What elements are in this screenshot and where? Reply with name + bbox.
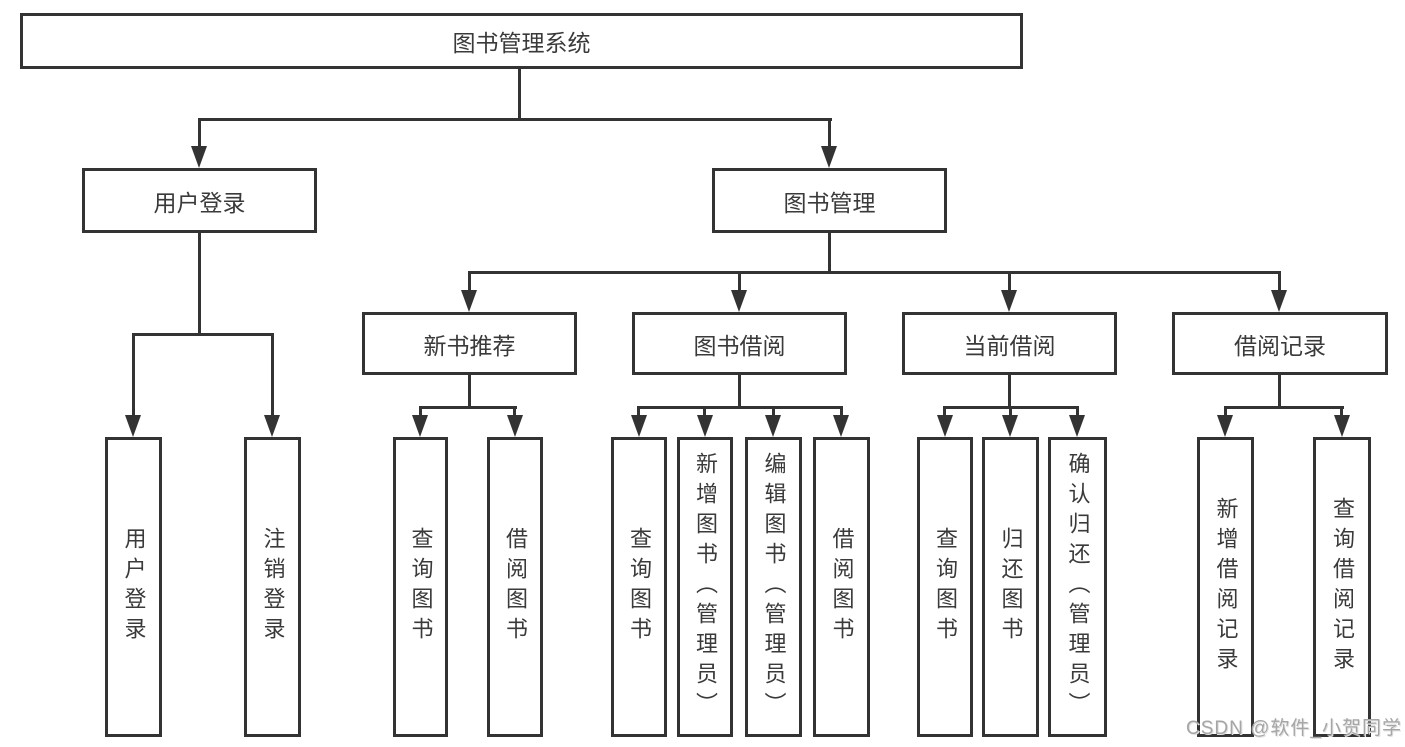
leaf-edit-books-admin: 编辑图书（管理员） — [745, 437, 802, 737]
arrowhead-down-icon — [191, 146, 207, 168]
leaf-return-books: 归还图书 — [982, 437, 1039, 737]
arrowhead-down-icon — [507, 415, 523, 437]
connector-line — [198, 118, 832, 121]
connector-line — [419, 406, 517, 409]
leaf-borrow-books-1: 借阅图书 — [487, 437, 543, 737]
arrowhead-down-icon — [1069, 415, 1085, 437]
arrowhead-down-icon — [1334, 415, 1350, 437]
connector-line — [1340, 408, 1343, 417]
connector-line — [1278, 273, 1281, 292]
connector-line — [468, 271, 1281, 274]
leaf-user-login: 用户登录 — [105, 437, 162, 737]
connector-line — [738, 273, 741, 292]
node-user-login: 用户登录 — [82, 168, 317, 233]
arrowhead-down-icon — [1271, 290, 1287, 312]
arrowhead-down-icon — [765, 415, 781, 437]
connector-line — [132, 333, 274, 336]
arrowhead-down-icon — [412, 415, 428, 437]
arrowhead-down-icon — [833, 415, 849, 437]
arrowhead-down-icon — [631, 415, 647, 437]
arrowhead-down-icon — [264, 415, 280, 437]
node-borrow-records: 借阅记录 — [1172, 312, 1388, 375]
connector-line — [828, 233, 831, 273]
connector-line — [419, 408, 422, 417]
leaf-query-books-2: 查询图书 — [611, 437, 667, 737]
arrowhead-down-icon — [1001, 290, 1017, 312]
arrowhead-down-icon — [1002, 415, 1018, 437]
arrowhead-down-icon — [697, 415, 713, 437]
arrowhead-down-icon — [461, 290, 477, 312]
node-new-book-recommend: 新书推荐 — [362, 312, 577, 375]
connector-line — [637, 408, 640, 417]
connector-line — [943, 408, 946, 417]
arrowhead-down-icon — [731, 290, 747, 312]
arrowhead-down-icon — [125, 415, 141, 437]
node-root: 图书管理系统 — [20, 13, 1023, 69]
leaf-add-borrow-record: 新增借阅记录 — [1197, 437, 1254, 737]
leaf-confirm-return-admin: 确认归还（管理员） — [1048, 437, 1107, 737]
connector-line — [1224, 408, 1227, 417]
connector-line — [1224, 406, 1344, 409]
connector-line — [772, 408, 775, 417]
connector-line — [271, 335, 274, 417]
arrowhead-down-icon — [1217, 415, 1233, 437]
node-book-management: 图书管理 — [712, 168, 947, 233]
connector-line — [1278, 375, 1281, 408]
leaf-query-books-1: 查询图书 — [393, 437, 448, 737]
connector-line — [132, 335, 135, 417]
leaf-add-books-admin: 新增图书（管理员） — [677, 437, 733, 737]
arrowhead-down-icon — [821, 146, 837, 168]
connector-line — [1008, 375, 1011, 408]
connector-line — [468, 375, 471, 408]
connector-line — [840, 408, 843, 417]
connector-line — [1076, 408, 1079, 417]
leaf-borrow-books-2: 借阅图书 — [813, 437, 870, 737]
connector-line — [198, 233, 201, 335]
connector-line — [943, 406, 1079, 409]
node-current-borrow: 当前借阅 — [902, 312, 1117, 375]
connector-line — [1008, 273, 1011, 292]
connector-line — [738, 375, 741, 408]
connector-line — [828, 120, 831, 148]
arrowhead-down-icon — [937, 415, 953, 437]
connector-line — [198, 120, 201, 148]
connector-line — [513, 408, 516, 417]
connector-line — [518, 68, 521, 120]
connector-line — [703, 408, 706, 417]
leaf-query-books-3: 查询图书 — [917, 437, 973, 737]
watermark: CSDN @软件_小贺同学 — [1186, 718, 1402, 739]
node-book-borrow: 图书借阅 — [632, 312, 847, 375]
connector-line — [637, 406, 843, 409]
leaf-logout: 注销登录 — [244, 437, 301, 737]
leaf-query-borrow-record: 查询借阅记录 — [1313, 437, 1371, 737]
connector-line — [1009, 408, 1012, 417]
connector-line — [468, 273, 471, 292]
